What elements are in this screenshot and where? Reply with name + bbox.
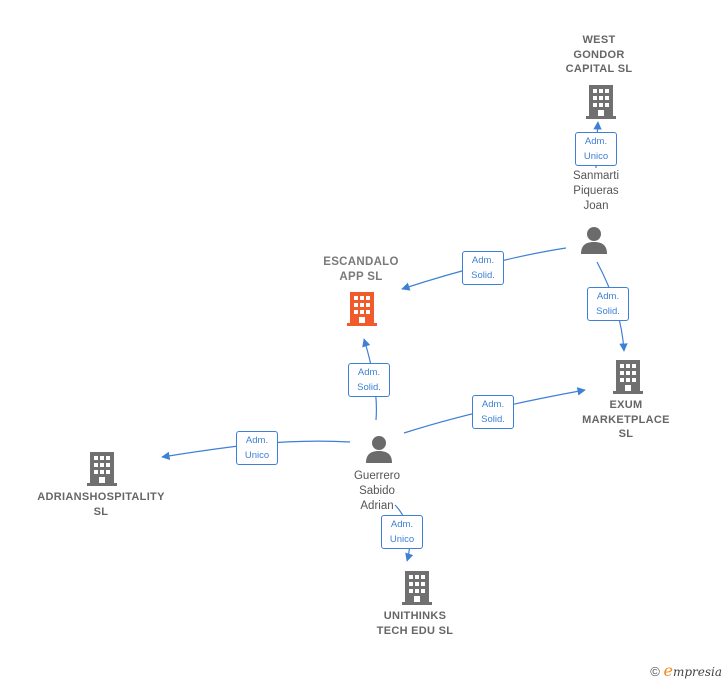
node-label: Guerrero Sabido Adrian: [353, 470, 401, 512]
building-icon[interactable]: [613, 358, 643, 394]
person-icon[interactable]: [579, 225, 609, 255]
node-label: WEST GONDOR CAPITAL SL: [565, 34, 633, 75]
node-unithinks[interactable]: UNITHINKS TECH EDU SL: [360, 609, 470, 638]
building-icon[interactable]: [87, 450, 117, 486]
node-guerrero[interactable]: Guerrero Sabido Adrian: [327, 469, 427, 514]
building-icon[interactable]: [347, 290, 377, 326]
node-exum[interactable]: EXUM MARKETPLACE SL: [571, 398, 681, 442]
node-adrianshospitality[interactable]: ADRIANSHOSPITALITY SL: [26, 490, 176, 519]
edge-label-guerrero-adrians[interactable]: Adm.Unico: [236, 431, 278, 465]
edge-label-guerrero-exum[interactable]: Adm.Solid.: [472, 395, 514, 429]
brand-name: mpresia: [672, 665, 722, 679]
node-label: UNITHINKS TECH EDU SL: [376, 610, 454, 637]
node-label: Sanmarti Piqueras Joan: [572, 170, 620, 212]
edge-label-guerrero-unithinks[interactable]: Adm.Unico: [381, 515, 423, 549]
node-escandalo[interactable]: ESCANDALO APP SL: [311, 255, 411, 284]
node-west-gondor[interactable]: WEST GONDOR CAPITAL SL: [549, 33, 649, 77]
brand-initial: e: [663, 661, 673, 680]
building-icon[interactable]: [586, 83, 616, 119]
building-icon[interactable]: [402, 569, 432, 605]
brand-footer[interactable]: © empresia: [650, 661, 722, 680]
edge-label-sanmarti-escandalo[interactable]: Adm.Solid.: [462, 251, 504, 285]
edge-label-sanmarti-exum[interactable]: Adm.Solid.: [587, 287, 629, 321]
person-icon[interactable]: [364, 434, 394, 464]
edge-label-sanmarti-westgondor[interactable]: Adm.Unico: [575, 132, 617, 166]
node-label: EXUM MARKETPLACE SL: [582, 399, 670, 440]
node-label: ESCANDALO APP SL: [323, 256, 399, 283]
edge-label-guerrero-escandalo[interactable]: Adm.Solid.: [348, 363, 390, 397]
node-label: ADRIANSHOSPITALITY SL: [37, 491, 165, 518]
node-sanmarti[interactable]: Sanmarti Piqueras Joan: [546, 169, 646, 214]
copyright-icon: ©: [650, 664, 660, 679]
